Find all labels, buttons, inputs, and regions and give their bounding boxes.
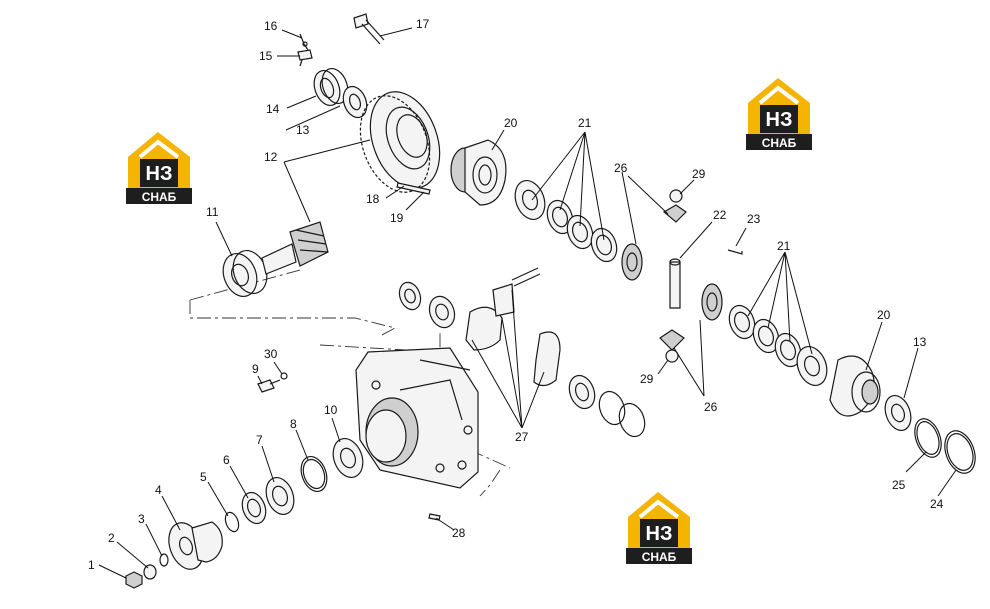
- company-logo: НЗ СНАБ: [126, 132, 192, 204]
- callout-23: 23: [747, 212, 761, 226]
- part-bolt: [353, 13, 385, 45]
- callout-12: 12: [264, 150, 278, 164]
- callout-20: 20: [504, 116, 518, 130]
- callout-21: 21: [578, 116, 592, 130]
- callout-2: 2: [108, 531, 115, 545]
- callout-7: 7: [256, 433, 263, 447]
- part-differential-case: [829, 355, 881, 417]
- part-bearing-cup: [398, 281, 456, 329]
- part-bearing-cup: [265, 477, 295, 515]
- logo-mark: НЗ: [646, 523, 673, 545]
- callout-8: 8: [290, 417, 297, 431]
- callout-17: 17: [416, 17, 430, 31]
- part-axle-housing: [355, 347, 479, 489]
- part-bearing-cone: [568, 374, 646, 438]
- callout-labels: 1 2 3 4 5 6 7 8 9 10 11 12 13 13 14 15 1…: [88, 17, 944, 572]
- logo-mark: НЗ: [146, 163, 173, 185]
- part-ring-gear: [359, 91, 441, 193]
- logo-mark: НЗ: [766, 109, 793, 131]
- callout-24: 24: [930, 497, 944, 511]
- callout-19: 19: [390, 211, 404, 225]
- callout-29: 29: [692, 167, 706, 181]
- part-snap-ring: [944, 430, 976, 474]
- callout-25: 25: [892, 478, 906, 492]
- logo-caption: СНАБ: [642, 550, 677, 564]
- part-bearing: [884, 394, 912, 432]
- part-cross-shaft: [669, 258, 681, 309]
- callout-3: 3: [138, 512, 145, 526]
- part-bearing-cap: [465, 267, 561, 387]
- part-thrust-washer-set: [728, 304, 828, 386]
- part-nut: [125, 571, 143, 589]
- part-shim-ring: [914, 418, 942, 458]
- callout-13: 13: [913, 335, 927, 349]
- part-washer: [159, 553, 169, 567]
- part-clip: [297, 49, 313, 67]
- part-bearing: [332, 438, 364, 478]
- callout-15: 15: [259, 49, 273, 63]
- part-snap-ring: [300, 455, 328, 493]
- part-roll-pin: [727, 249, 743, 255]
- callout-14: 14: [266, 102, 280, 116]
- callout-6: 6: [223, 453, 230, 467]
- logo-caption: СНАБ: [142, 190, 177, 204]
- callout-29: 29: [640, 372, 654, 386]
- part-side-gear: [621, 243, 723, 321]
- callout-28: 28: [452, 526, 466, 540]
- leader-lines: [98, 27, 957, 579]
- callout-16: 16: [264, 19, 278, 33]
- part-pin: [299, 33, 309, 51]
- callout-5: 5: [200, 470, 207, 484]
- company-logo: НЗ СНАБ: [746, 78, 812, 150]
- callout-27: 27: [515, 430, 529, 444]
- callout-9: 9: [252, 362, 259, 376]
- callout-30: 30: [264, 347, 278, 361]
- part-washer: [280, 372, 288, 380]
- callout-18: 18: [366, 192, 380, 206]
- part-differential-case: [450, 139, 507, 206]
- part-pinion-bearing: [222, 250, 268, 297]
- part-dowel-pin: [396, 182, 431, 195]
- callout-26: 26: [614, 161, 628, 175]
- callout-4: 4: [155, 483, 162, 497]
- part-bearing-cone: [342, 85, 368, 119]
- callout-1: 1: [88, 558, 95, 572]
- company-logo: НЗ СНАБ: [626, 492, 692, 564]
- part-drive-flange: [168, 521, 223, 570]
- part-thrust-washer-set: [514, 180, 618, 263]
- callout-22: 22: [713, 208, 727, 222]
- part-pinion-gear: [659, 189, 687, 363]
- part-o-ring: [224, 511, 240, 533]
- callout-13: 13: [296, 123, 310, 137]
- callout-10: 10: [324, 403, 338, 417]
- part-oil-seal: [241, 491, 267, 525]
- callout-26: 26: [704, 400, 718, 414]
- callout-21: 21: [777, 239, 791, 253]
- callout-11: 11: [206, 205, 219, 219]
- part-pinion-shaft: [261, 221, 329, 275]
- part-bearing: [313, 67, 349, 107]
- logo-caption: СНАБ: [762, 136, 797, 150]
- part-washer: [143, 564, 157, 580]
- callout-20: 20: [877, 308, 891, 322]
